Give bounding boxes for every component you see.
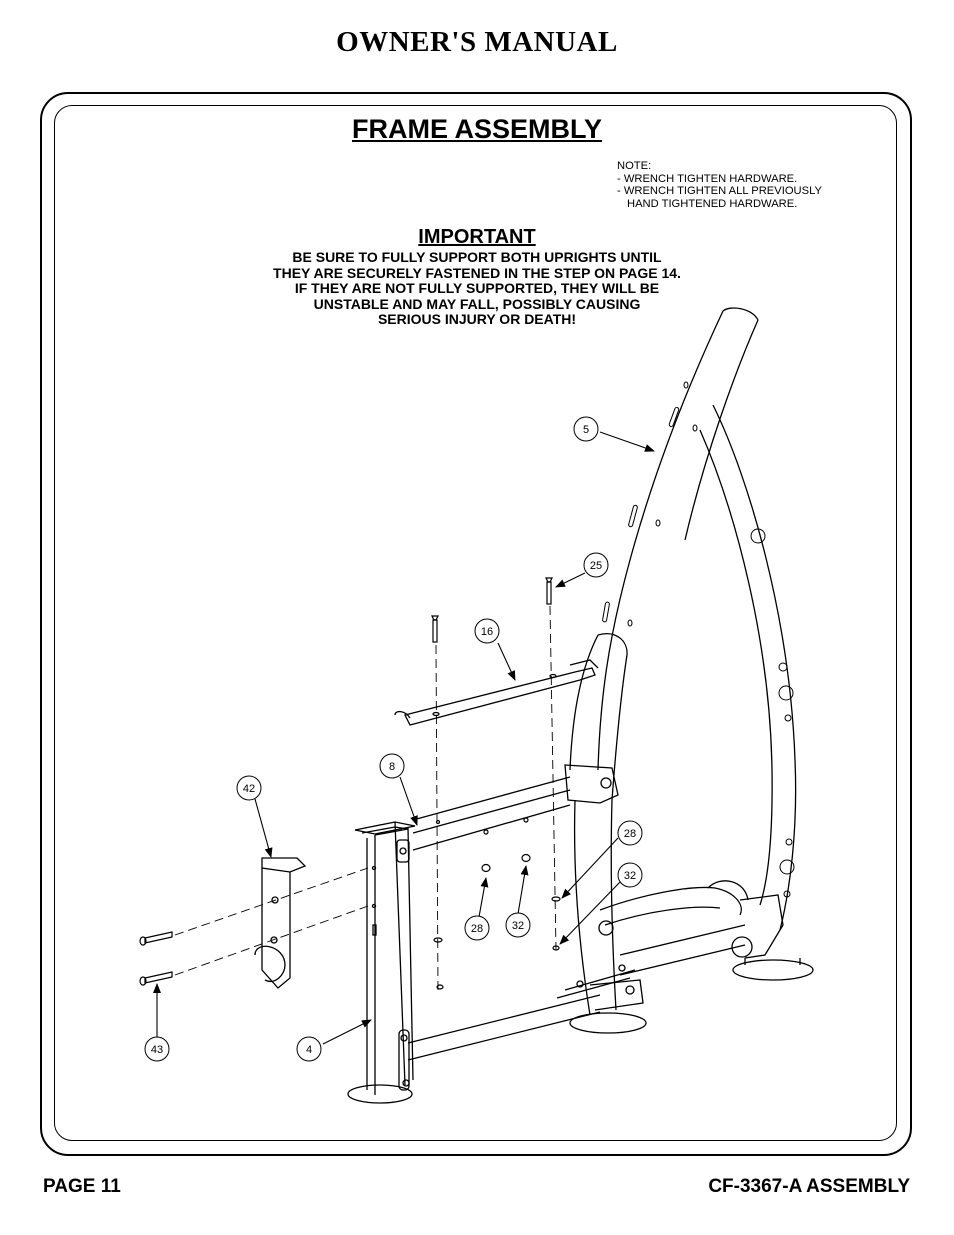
callout-4: 4 [306,1044,312,1056]
important-heading: IMPORTANT [418,226,536,248]
arch-holes [602,381,795,898]
callout-16: 16 [481,626,493,638]
warning-line-2: THEY ARE SECURELY FASTENED IN THE STEP O… [273,264,681,281]
note-block: NOTE: - WRENCH TIGHTEN HARDWARE. - WRENC… [617,160,822,210]
note-heading: NOTE: [617,160,652,172]
callout-28-right: 28 [624,828,636,840]
callout-28-left: 28 [471,923,483,935]
support-bar-16 [394,659,599,726]
callout-32-left: 32 [512,920,524,932]
inner-frame [54,105,897,1141]
callout-labels: 5 25 16 8 42 28 32 28 32 43 4 [151,424,636,1056]
crossbar [412,764,619,851]
warning-line-4: UNSTABLE AND MAY FALL, POSSIBLY CAUSING [313,295,641,312]
callout-43: 43 [151,1044,163,1056]
callout-8: 8 [389,761,395,773]
warning-line-5: SERIOUS INJURY OR DEATH! [377,311,577,328]
callout-25: 25 [590,560,602,572]
alignment-lines [174,605,557,991]
note-line-2: - WRENCH TIGHTEN ALL PREVIOUSLY [617,185,822,198]
screws-25 [431,577,553,643]
base-rails [556,880,814,1034]
bolts-43 [139,931,173,986]
leader-arrows [153,431,655,1045]
lower-rail [407,964,644,1061]
model-assembly-label: CF-3367-A ASSEMBLY [708,1176,910,1197]
callout-circles [144,416,643,1062]
note-line-1: - WRENCH TIGHTEN HARDWARE. [617,172,798,185]
arched-upright [569,307,797,1016]
washers-and-nuts [433,817,561,990]
callout-42: 42 [243,783,255,795]
section-title: FRAME ASSEMBLY [351,114,603,144]
callout-5: 5 [583,424,589,436]
outer-frame [40,92,912,1156]
page-number: PAGE 11 [43,1176,121,1197]
note-line-3: HAND TIGHTENED HARDWARE. [627,197,798,210]
front-post [347,821,416,1104]
bracket-42 [254,857,307,989]
warning-line-3: IF THEY ARE NOT FULLY SUPPORTED, THEY WI… [294,280,660,297]
important-warning: BE SURE TO FULLY SUPPORT BOTH UPRIGHTS U… [0,249,954,328]
callout-32-right: 32 [624,870,636,882]
manual-title: OWNER'S MANUAL [336,26,618,58]
warning-line-1: BE SURE TO FULLY SUPPORT BOTH UPRIGHTS U… [292,249,662,265]
